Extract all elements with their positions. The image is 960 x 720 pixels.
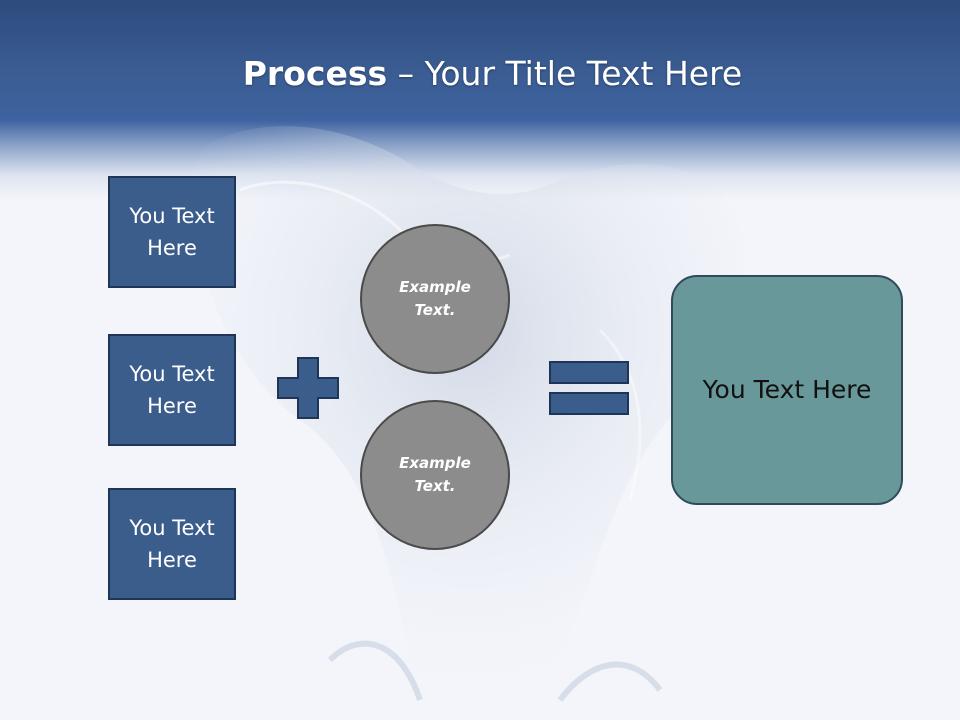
slide-title: Process – Your Title Text Here — [0, 48, 960, 100]
equals-icon — [549, 361, 629, 415]
input-box-label: You Text Here — [129, 362, 215, 418]
example-circle-1: Example Text. — [360, 224, 510, 374]
input-box-label: You Text Here — [129, 204, 215, 260]
example-circle-2: Example Text. — [360, 400, 510, 550]
input-box-2: You Text Here — [108, 334, 236, 446]
title-bold: Process — [242, 54, 388, 93]
input-box-3: You Text Here — [108, 488, 236, 600]
plus-icon — [277, 357, 339, 419]
example-circle-label: Example Text. — [399, 278, 471, 319]
header-band — [0, 0, 960, 200]
result-box: You Text Here — [671, 275, 903, 505]
result-box-label: You Text Here — [702, 375, 872, 404]
input-box-1: You Text Here — [108, 176, 236, 288]
example-circle-label: Example Text. — [399, 454, 471, 495]
input-box-label: You Text Here — [129, 516, 215, 572]
title-rest: – Your Title Text Here — [387, 54, 743, 93]
